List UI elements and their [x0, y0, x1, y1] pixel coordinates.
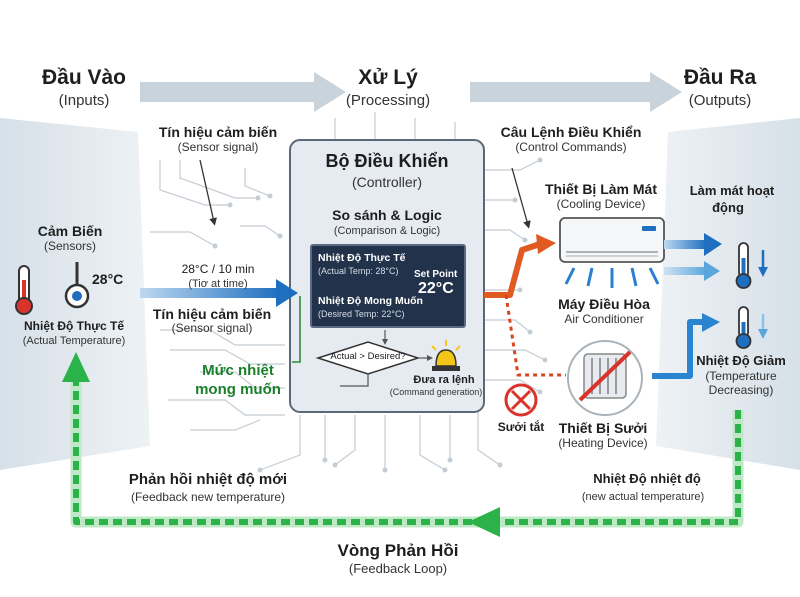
feedback-loop-arrow	[62, 352, 744, 537]
air-conditioner-title: Máy Điều Hòa	[558, 296, 650, 312]
logic-subtitle: (Comparison & Logic)	[333, 225, 441, 237]
feedback-new-subtitle: (Feedback new temperature)	[130, 490, 286, 504]
inputs-subtitle: (Inputs)	[58, 92, 110, 109]
lcd-desired-label: Nhiệt Độ Mong Muốn	[318, 295, 423, 307]
heating-device-subtitle: (Heating Device)	[558, 436, 648, 450]
heating-device-title: Thiết Bị Sưởi	[558, 420, 648, 436]
control-command-pointer	[511, 167, 531, 229]
temperature-probe-icon	[64, 262, 90, 309]
header-arrow-inputs-processing	[140, 72, 346, 112]
circuit-nodes	[212, 157, 548, 473]
timing-line1: 28°C / 10 min	[181, 262, 255, 276]
inputs-title: Đầu Vào	[41, 66, 127, 89]
command-arrow-heating	[504, 294, 566, 377]
temp-decreasing-line3: Decreasing)	[708, 383, 774, 397]
sensor-signal-bottom-title: Tín hiệu cảm biến	[152, 306, 272, 322]
new-actual-title: Nhiệt Độ nhiệt độ	[593, 471, 701, 486]
command-arrow-cooling	[484, 234, 556, 298]
sensor-signal-pointer	[199, 159, 217, 226]
timing-line2: (Tiơ at time)	[188, 278, 248, 290]
cooling-action-line1: Làm mát hoạt	[689, 183, 775, 198]
temp-decreasing-title: Nhiệt Độ Giảm	[696, 353, 786, 368]
controller-title: Bộ Điều Khiển	[325, 151, 449, 171]
circuit-traces	[150, 112, 546, 471]
air-conditioner-subtitle: Air Conditioner	[564, 312, 644, 326]
decision-label: Actual > Desired?	[330, 351, 406, 362]
control-commands-title: Câu Lệnh Điều Khiển	[500, 124, 642, 140]
sensors-title: Cảm Biến	[37, 223, 103, 239]
decision-down-connector	[340, 374, 369, 387]
sensors-subtitle: (Sensors)	[43, 239, 97, 253]
actual-temp-title: Nhiệt Độ Thực Tế	[23, 319, 125, 333]
desired-level-line2: mong muốn	[195, 381, 281, 398]
processing-subtitle: (Processing)	[345, 92, 431, 109]
processing-title: Xử Lý	[358, 66, 418, 89]
feedback-new-title: Phản hồi nhiệt độ mới	[128, 471, 288, 488]
feedback-loop-subtitle: (Feedback Loop)	[348, 561, 448, 576]
outputs-title: Đầu Ra	[683, 66, 757, 89]
sensor-signal-bottom-subtitle: (Sensor signal)	[171, 321, 253, 335]
sensor-signal-arrow	[140, 279, 298, 307]
lcd-setpoint-label: Set Point	[414, 269, 458, 280]
new-actual-subtitle: (new actual temperature)	[581, 491, 705, 503]
sensor-reading: 28°C	[92, 271, 124, 287]
outputs-subtitle: (Outputs)	[688, 92, 752, 109]
controller-subtitle: (Controller)	[351, 174, 423, 190]
temp-decreasing-line2: (Temperature	[705, 369, 777, 383]
command-title: Đưa ra lệnh	[413, 374, 475, 386]
desired-temp-connector	[292, 296, 301, 363]
sensor-signal-top-title: Tín hiệu cảm biến	[158, 124, 278, 140]
cooling-action-line2: động	[712, 200, 744, 215]
desired-level-line1: Mức nhiệt	[202, 362, 274, 379]
header-arrow-processing-outputs	[470, 72, 682, 112]
thermometer-sensor-icon	[15, 265, 33, 315]
outputs-panel	[656, 118, 800, 470]
thermometer-high-icon	[735, 242, 768, 289]
lcd-setpoint-value: 22°C	[418, 280, 454, 297]
air-conditioner-icon	[559, 217, 665, 288]
command-subtitle: (Command generation)	[389, 387, 483, 397]
lcd-desired-sub: (Desired Temp: 22°C)	[318, 309, 405, 319]
lcd-actual-label: Nhiệt Độ Thực Tế	[318, 252, 406, 264]
alarm-light-icon	[431, 340, 461, 371]
cooling-device-title: Thiết Bị Làm Mát	[544, 181, 658, 197]
cooling-device-subtitle: (Cooling Device)	[556, 197, 646, 211]
cooling-arrows	[652, 233, 722, 379]
heater-off-icon	[504, 383, 538, 417]
thermometer-low-icon	[735, 306, 768, 349]
actual-temp-subtitle: (Actual Temperature)	[22, 335, 126, 347]
control-commands-subtitle: (Control Commands)	[515, 140, 627, 154]
feedback-loop-title: Vòng Phản Hồi	[337, 541, 459, 560]
sensor-signal-top-subtitle: (Sensor signal)	[177, 140, 259, 154]
controller-display: Nhiệt Độ Thực Tế (Actual Temp: 28°C) Set…	[310, 244, 466, 328]
logic-title: So sánh & Logic	[332, 207, 442, 223]
heater-off-label: Sưởi tắt	[497, 420, 545, 434]
lcd-actual-sub: (Actual Temp: 28°C)	[318, 266, 399, 276]
heater-device-icon	[567, 340, 643, 416]
